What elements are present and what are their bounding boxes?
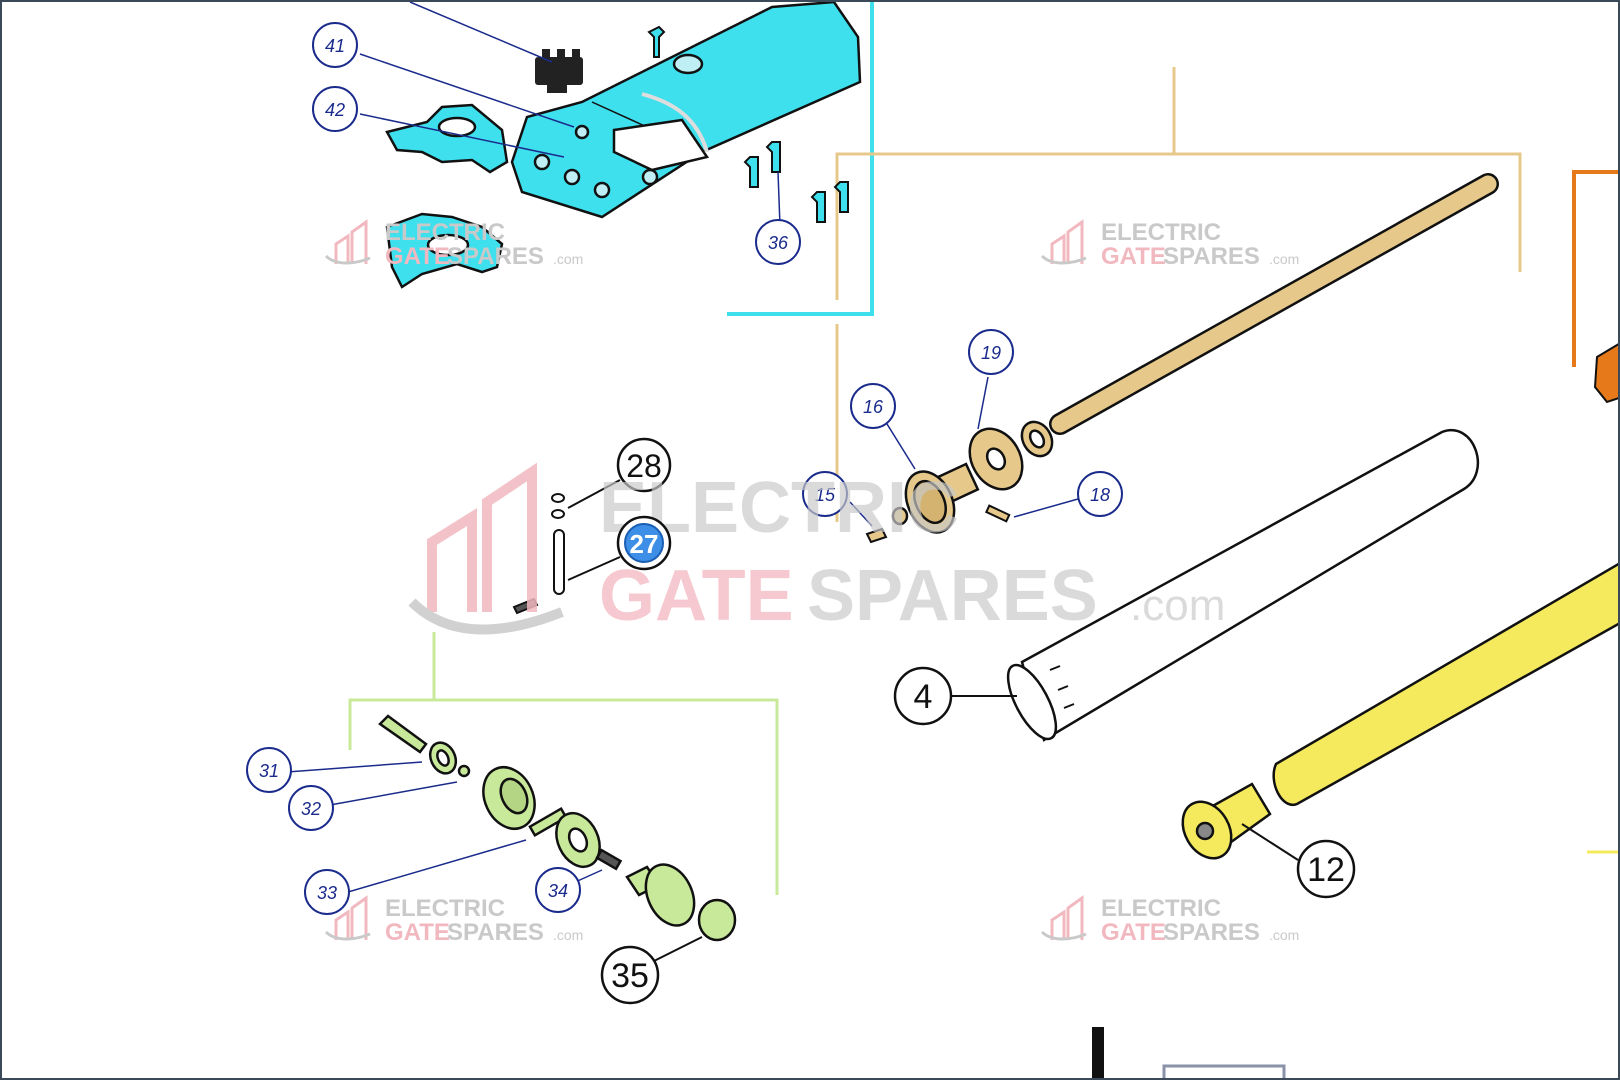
drive-rod <box>1049 173 1499 435</box>
end-bushing-12 <box>1181 782 1272 860</box>
svg-text:4: 4 <box>914 678 933 716</box>
watermark-gate: GATE <box>385 243 450 270</box>
orange-group-bracket <box>1572 170 1618 367</box>
gate-logo-icon <box>1040 219 1087 265</box>
leader-lines <box>286 2 1079 893</box>
svg-text:36: 36 <box>768 233 789 253</box>
svg-text:41: 41 <box>325 36 345 56</box>
svg-text:28: 28 <box>626 448 662 484</box>
leader-lines-black <box>567 479 1299 963</box>
green-drive-parts <box>378 714 737 942</box>
svg-text:27: 27 <box>630 529 659 559</box>
callout-27[interactable]: 27 <box>616 515 672 571</box>
watermark-top-left: ELECTRIC GATE SPARES .com <box>324 219 583 270</box>
callout-28: 28 <box>616 437 672 493</box>
callout-16: 16 <box>850 383 896 429</box>
watermark-suffix: .com <box>553 927 583 943</box>
svg-text:32: 32 <box>301 799 321 819</box>
callout-15: 15 <box>802 471 848 517</box>
bracket-plate-lower <box>385 212 504 289</box>
callout-19: 19 <box>968 329 1014 375</box>
svg-text:19: 19 <box>981 343 1001 363</box>
svg-text:31: 31 <box>259 761 279 781</box>
callout-35: 35 <box>600 945 660 1005</box>
callout-42: 42 <box>312 86 358 132</box>
cover-screws <box>647 25 849 223</box>
watermark-top-right: ELECTRIC GATE SPARES .com <box>1040 219 1299 270</box>
watermark-spares: SPARES <box>1163 243 1260 270</box>
svg-text:15: 15 <box>815 485 836 505</box>
bracket-plate-upper <box>385 103 509 174</box>
svg-text:12: 12 <box>1307 851 1345 889</box>
gate-logo-icon <box>408 462 564 635</box>
watermark-electric: ELECTRIC <box>1101 895 1221 922</box>
callout-41: 41 <box>312 22 358 68</box>
watermark-bottom-left: ELECTRIC GATE SPARES .com <box>324 895 583 946</box>
watermark-center: ELECTRIC GATE SPARES .com <box>408 462 1225 636</box>
svg-text:34: 34 <box>548 881 568 901</box>
watermark-spares: SPARES <box>447 919 544 946</box>
watermark-suffix: .com <box>1269 251 1299 267</box>
callout-12: 12 <box>1296 839 1356 899</box>
callout-31: 31 <box>246 747 292 793</box>
callout-4: 4 <box>893 666 953 726</box>
orange-part-partial <box>1593 343 1618 404</box>
svg-text:35: 35 <box>611 957 649 995</box>
yellow-tube <box>1272 562 1618 807</box>
cyan-group-bracket <box>727 2 874 316</box>
watermark-suffix: .com <box>1130 581 1225 630</box>
svg-text:18: 18 <box>1090 485 1110 505</box>
watermark-gate: GATE <box>1101 243 1166 270</box>
watermark-gate: GATE <box>1101 919 1166 946</box>
small-parts-27-28 <box>512 493 565 615</box>
watermark-suffix: .com <box>553 251 583 267</box>
callout-33: 33 <box>304 869 350 915</box>
spacer-washer-19 <box>968 420 1054 491</box>
motor-cover-housing <box>510 2 862 219</box>
green-group-bracket <box>348 632 779 895</box>
watermark-electric: ELECTRIC <box>385 895 505 922</box>
callout-36: 36 <box>755 219 801 265</box>
gate-logo-icon <box>1040 895 1087 941</box>
watermark-bottom-right: ELECTRIC GATE SPARES .com <box>1040 895 1299 946</box>
watermark-gate: GATE <box>599 556 794 636</box>
gate-logo-icon <box>324 219 371 265</box>
bottom-partial-lines <box>1092 1027 1286 1078</box>
watermark-suffix: .com <box>1269 927 1299 943</box>
gate-logo-icon <box>324 895 371 941</box>
callout-32: 32 <box>288 785 334 831</box>
watermark-spares: SPARES <box>807 556 1098 636</box>
callout-18: 18 <box>1077 471 1123 517</box>
watermark-electric: ELECTRIC <box>1101 219 1221 246</box>
watermark-electric: ELECTRIC <box>385 219 505 246</box>
terminal-block <box>535 49 583 93</box>
svg-text:16: 16 <box>863 397 884 417</box>
main-tube <box>1006 429 1480 742</box>
watermark-spares: SPARES <box>447 243 544 270</box>
small-parts-15-18 <box>865 504 1011 544</box>
svg-text:42: 42 <box>325 100 345 120</box>
svg-text:33: 33 <box>317 883 337 903</box>
callout-34: 34 <box>535 867 581 913</box>
watermark-spares: SPARES <box>1163 919 1260 946</box>
pinion-gear-16 <box>891 462 980 534</box>
watermark-gate: GATE <box>385 919 450 946</box>
